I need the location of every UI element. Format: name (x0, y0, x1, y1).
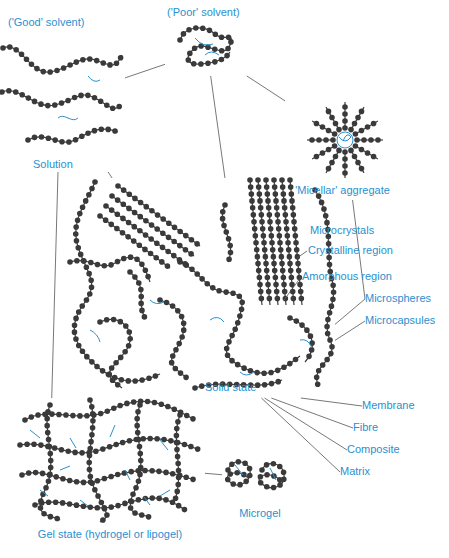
crosslink (110, 425, 115, 437)
node-label: ('Good' solvent) (8, 16, 84, 29)
node-label: Composite (347, 443, 400, 456)
crosslink (70, 438, 76, 448)
node-label: Microgel (222, 507, 298, 520)
leader-line (284, 277, 301, 300)
node-label: Matrix (340, 465, 370, 478)
connector-line (335, 321, 365, 340)
crosslink (150, 300, 164, 304)
connector-line (265, 398, 347, 450)
micellar-aggregate: 'Micellar' aggregate (285, 95, 400, 200)
connector-line (108, 172, 112, 178)
micelle-core (337, 132, 353, 148)
node-label: Gel state (hydrogel or lipogel) (15, 528, 205, 541)
leader-line (326, 237, 330, 244)
part-label: Amorphous region (302, 270, 392, 283)
part-label: Microcrystals (310, 224, 374, 237)
connector-line (211, 76, 225, 178)
crosslink (235, 465, 243, 475)
node-label: Microcapsules (365, 314, 435, 327)
product-form: Matrix (340, 464, 390, 480)
gel-network: Gel state (hydrogel or lipogel) (15, 398, 205, 546)
node-label: Solid state (205, 381, 256, 394)
crosslink (88, 76, 100, 81)
poor-solvent-coil: ('Poor' solvent) (165, 4, 250, 76)
crosslink (125, 470, 130, 480)
crosslink (60, 466, 70, 470)
micelle-core (339, 135, 351, 141)
product-form: Membrane (362, 398, 432, 414)
connector-line (271, 398, 353, 428)
crosslink (90, 330, 100, 342)
crosslink (80, 500, 88, 506)
node-label: Microspheres (365, 292, 431, 305)
node-label: Membrane (362, 399, 415, 412)
connector-line (261, 398, 340, 472)
product-form: Fibre (353, 420, 393, 436)
connector-line (335, 299, 365, 324)
connector-line (205, 473, 222, 474)
crosslink (270, 468, 276, 480)
crosslink (58, 116, 78, 119)
leader-line (297, 251, 307, 258)
crosslink (300, 340, 312, 348)
node-label: Fibre (353, 421, 378, 434)
solution-chains: ('Good' solvent) Solution (0, 14, 125, 172)
crosslink (160, 490, 170, 496)
crosslink (30, 430, 40, 438)
crosslink (205, 52, 219, 55)
connector-line (125, 64, 165, 78)
product-form: Composite (347, 442, 417, 458)
crosslink (240, 372, 254, 375)
crosslink (144, 497, 150, 505)
crosslink (195, 38, 213, 45)
crosslink (160, 440, 168, 450)
microgel: Microgel (222, 452, 298, 522)
connector-line (247, 76, 285, 101)
product-form: Microspheres (365, 291, 445, 307)
crosslink (40, 490, 48, 496)
connector-line (301, 398, 362, 406)
product-form: Microcapsules (365, 313, 447, 329)
node-label: ('Poor' solvent) (167, 6, 240, 19)
solid-state: Solid state (60, 178, 335, 398)
node-sublabel: Solution (33, 158, 73, 171)
connector-line (52, 172, 58, 398)
node-label: 'Micellar' aggregate (285, 184, 400, 197)
part-label: Crystalline region (308, 244, 393, 257)
crosslink (210, 317, 224, 322)
